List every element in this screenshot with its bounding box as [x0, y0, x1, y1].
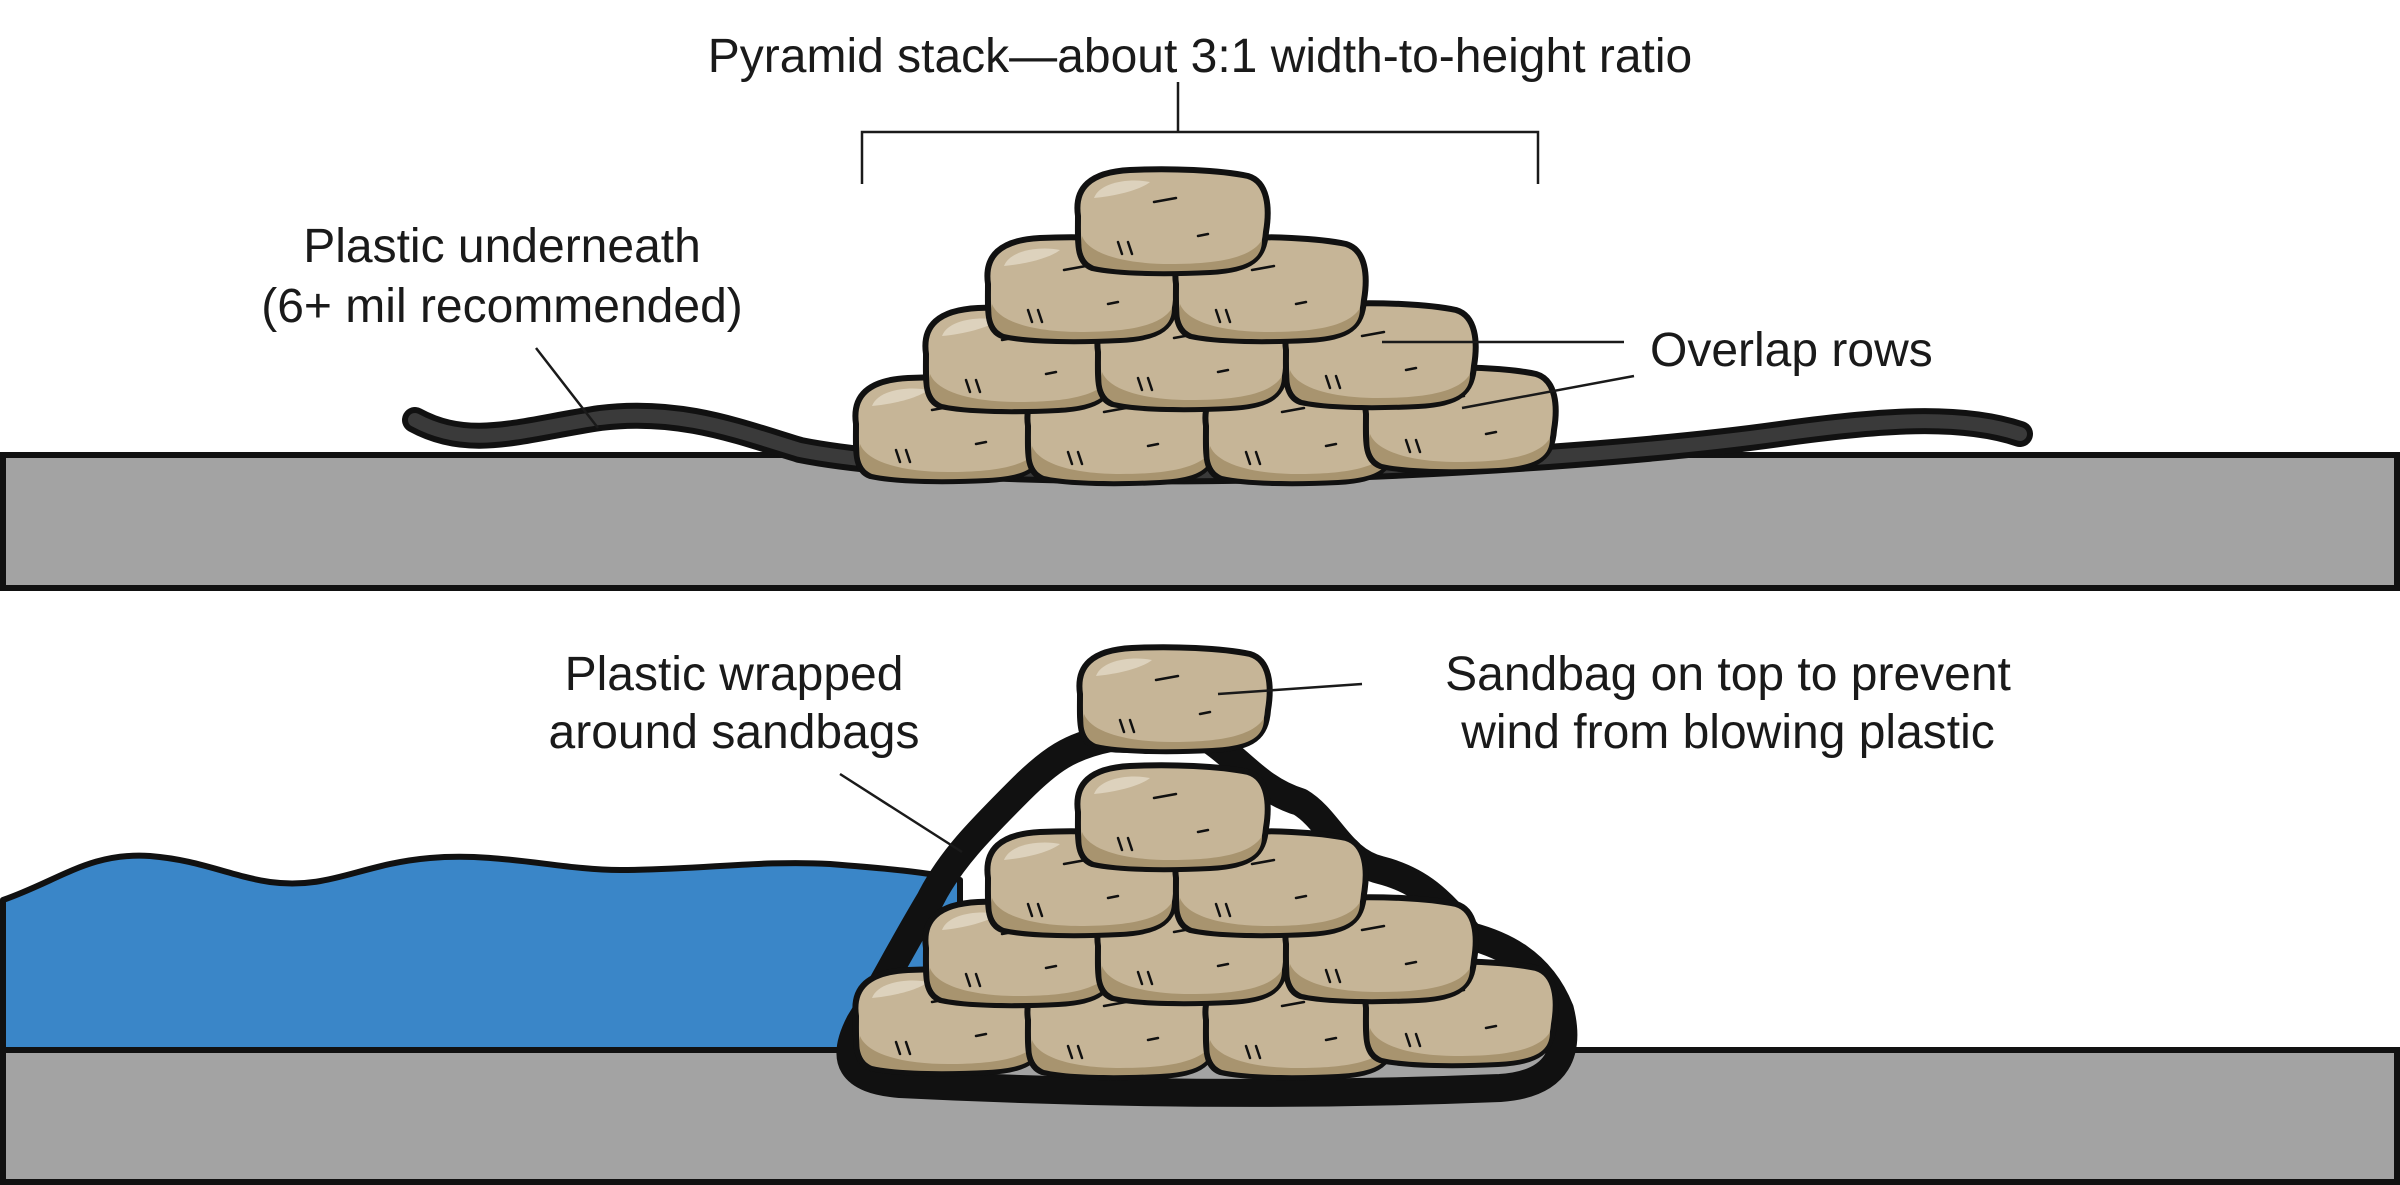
overlap-rows-leader-2 [1461, 374, 1635, 410]
around-sandbags-label: around sandbags [549, 706, 920, 759]
wind-blowing-label: wind from blowing plastic [1460, 706, 1995, 759]
overlap-rows-label: Overlap rows [1650, 324, 1933, 377]
bottom-ground [0, 1047, 2400, 1185]
plastic-wrapped-label: Plastic wrapped [565, 648, 904, 701]
plastic-underneath-leader [535, 347, 599, 429]
plastic-wrap [836, 721, 1578, 1107]
top-sandbag [1079, 647, 1269, 751]
sandbag [1077, 169, 1267, 273]
stack-width-bracket [860, 82, 1540, 184]
bottom-panel: Plastic wrapped around sandbags Sandbag … [0, 647, 2400, 1185]
top-sandbag-stack [855, 169, 1555, 483]
sandbag-on-top-leader [1217, 682, 1363, 696]
floodwater [0, 852, 963, 1053]
top-panel: Pyramid stack—about 3:1 width-to-height … [0, 30, 2400, 591]
sandbag-on-top-label: Sandbag on top to prevent [1445, 648, 2011, 701]
sandbag [1077, 765, 1267, 869]
stack-ratio-label: Pyramid stack—about 3:1 width-to-height … [708, 30, 1692, 83]
plastic-underneath-label: Plastic underneath [303, 220, 701, 273]
plastic-wrapped-leader [839, 772, 963, 854]
plastic-mil-label: (6+ mil recommended) [261, 280, 743, 333]
